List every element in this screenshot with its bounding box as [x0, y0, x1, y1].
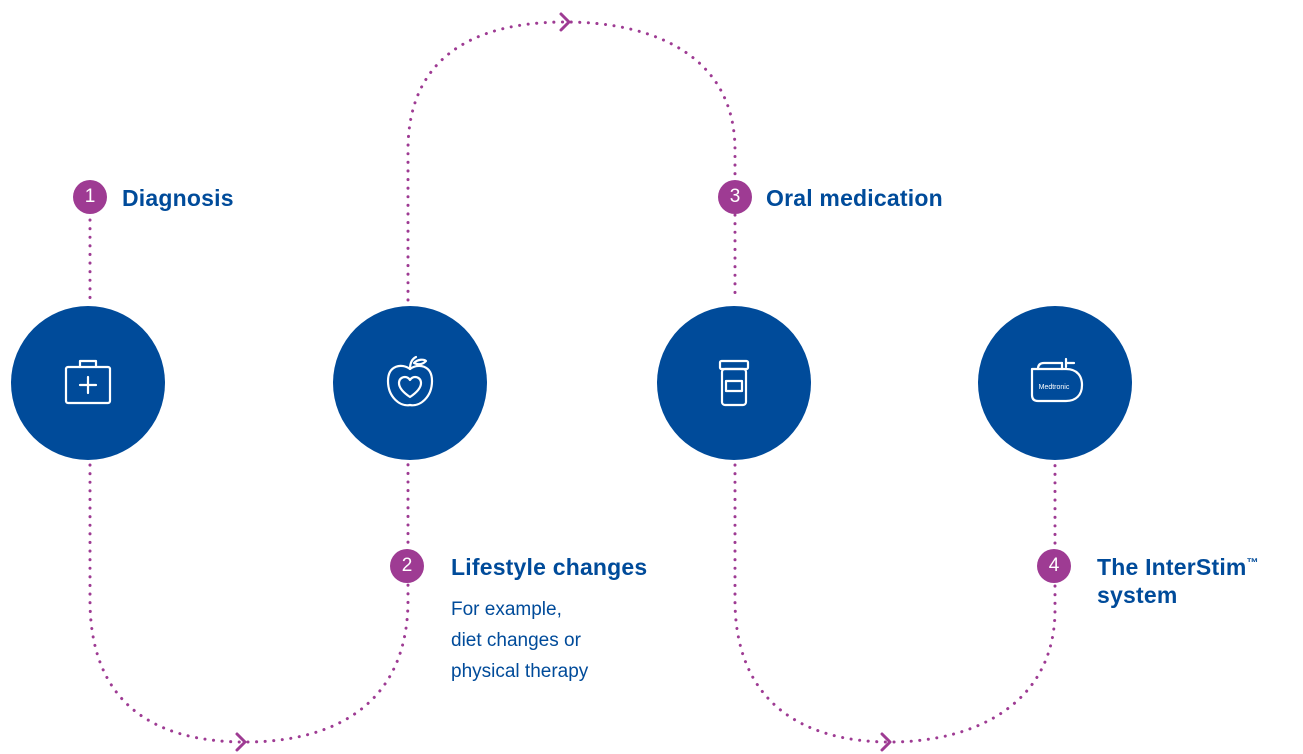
step-2-description-line: physical therapy [451, 661, 589, 682]
connector-node3-to-node4 [733, 460, 1057, 744]
trademark-symbol: ™ [1246, 555, 1259, 570]
step-1-title: Diagnosis [122, 185, 234, 211]
step-3-number: 3 [729, 186, 741, 207]
step-4-title-line-2: system [1097, 582, 1178, 608]
step-1-node [11, 306, 165, 460]
step-4-title: The InterStim™ system [1097, 553, 1259, 609]
step-4-badge: 4 [1037, 549, 1071, 583]
step-3-node [657, 306, 811, 460]
step-2-description-line: diet changes or [451, 630, 581, 651]
apple-heart-icon [386, 355, 434, 407]
step-3-badge: 3 [718, 180, 752, 214]
device-brand-label: Medtronic [1039, 384, 1070, 391]
step-2-number: 2 [401, 555, 413, 576]
step-1-number: 1 [84, 186, 96, 207]
neurostimulator-device-icon: Medtronic [1030, 357, 1084, 403]
step-2-title: Lifestyle changes [451, 554, 648, 580]
step-2-description: For example, diet changes or physical th… [451, 594, 651, 687]
step-2-node [333, 306, 487, 460]
step-3-title: Oral medication [766, 185, 943, 211]
chevron-right-icon [559, 12, 571, 32]
step-1-badge: 1 [73, 180, 107, 214]
pill-bottle-icon [718, 359, 750, 407]
connector-node2-to-node3 [406, 20, 737, 302]
chevron-right-icon [235, 732, 247, 752]
step-4-number: 4 [1048, 555, 1060, 576]
medical-kit-icon [64, 359, 112, 405]
step-2-badge: 2 [390, 549, 424, 583]
connector-node1-to-node2 [88, 460, 410, 744]
step-4-title-line-1: The InterStim [1097, 554, 1247, 580]
step-4-node: Medtronic [978, 306, 1132, 460]
step-2-description-line: For example, [451, 599, 562, 620]
chevron-right-icon [880, 732, 892, 752]
